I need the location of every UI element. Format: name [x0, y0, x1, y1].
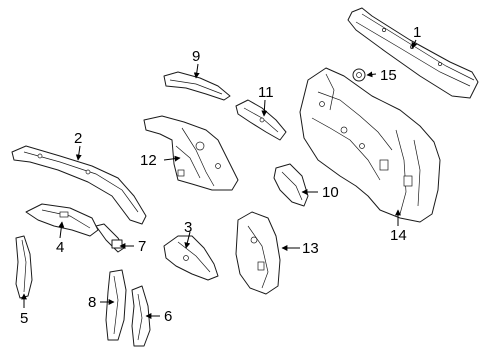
leader-lines — [21, 39, 418, 319]
part-7-clip — [95, 223, 125, 253]
part-12-reinforcement — [143, 115, 239, 191]
callout-11: 11 — [258, 84, 274, 101]
part-10-bracket — [273, 163, 309, 207]
callout-7: 7 — [138, 238, 146, 255]
part-4-lower-bracket — [25, 203, 99, 237]
part-9-bracket — [163, 71, 231, 101]
part-13-side-panel — [235, 211, 281, 295]
callout-8: 8 — [88, 294, 96, 311]
callout-14: 14 — [390, 227, 407, 244]
callout-6: 6 — [164, 308, 172, 325]
part-2-side-rail — [11, 145, 147, 225]
callout-5: 5 — [20, 310, 28, 327]
callout-1: 1 — [413, 24, 421, 41]
callout-4: 4 — [56, 239, 64, 256]
callout-13: 13 — [302, 240, 319, 257]
part-5-pillar — [15, 235, 33, 299]
part-6-support — [131, 285, 151, 347]
part-8-post — [105, 269, 127, 341]
callout-3: 3 — [184, 219, 192, 236]
callout-12: 12 — [140, 152, 157, 169]
part-1-cowl-panel — [347, 7, 479, 99]
callout-10: 10 — [322, 184, 339, 201]
part-15-grommet — [352, 68, 366, 82]
part-14-dash-panel — [299, 67, 441, 223]
callout-15: 15 — [380, 67, 397, 84]
part-11-brace — [235, 99, 287, 141]
callout-9: 9 — [192, 48, 200, 65]
part-3-gusset — [163, 235, 219, 281]
callout-2: 2 — [74, 130, 82, 147]
